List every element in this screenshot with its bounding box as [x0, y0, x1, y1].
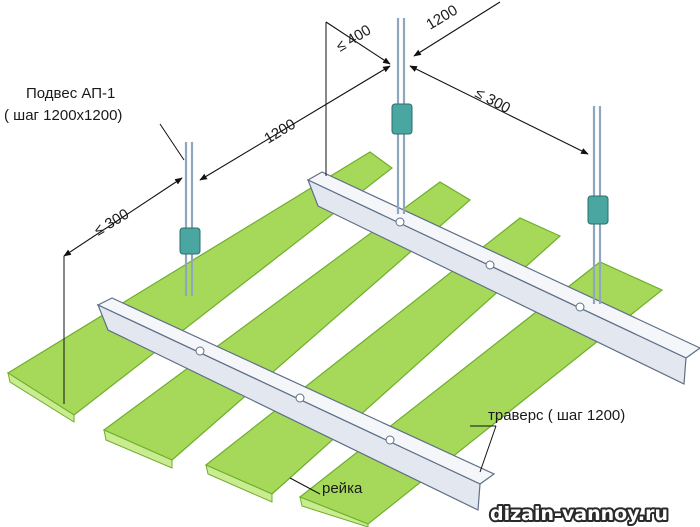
traverse-label: траверс ( шаг 1200)	[488, 407, 625, 424]
hanger-left	[179, 142, 201, 296]
rail-hole	[195, 346, 205, 356]
slat-2	[102, 181, 472, 469]
slat-1	[6, 151, 393, 423]
traverses	[96, 171, 700, 511]
hanger-step-label: ( шаг 1200х1200)	[4, 107, 122, 124]
hanger-right	[587, 106, 609, 304]
dimension-lines	[63, 1, 589, 495]
rail-hole	[395, 217, 405, 227]
slat-label: рейка	[322, 480, 363, 497]
hanger-title-label: Подвес АП-1	[26, 85, 115, 102]
rail-hole	[485, 260, 495, 270]
dimension-max-400: ≤ 400	[333, 22, 374, 56]
rail-hole	[385, 435, 395, 445]
watermark: dizain-vannoy.ru	[490, 503, 668, 525]
dimension-max-300-right: ≤ 300	[472, 85, 513, 118]
dimension-max-300-left: ≤ 300	[91, 206, 132, 240]
hanger-center	[391, 18, 413, 214]
rail-hole	[575, 302, 585, 312]
traverse-front	[96, 297, 496, 511]
slat-3	[204, 217, 562, 503]
rail-hole	[295, 393, 305, 403]
watermark-shadow: dizain-vannoy.ru	[490, 503, 668, 525]
dimension-1200-left: 1200	[261, 116, 298, 148]
dimension-1200-top: 1200	[423, 2, 460, 34]
